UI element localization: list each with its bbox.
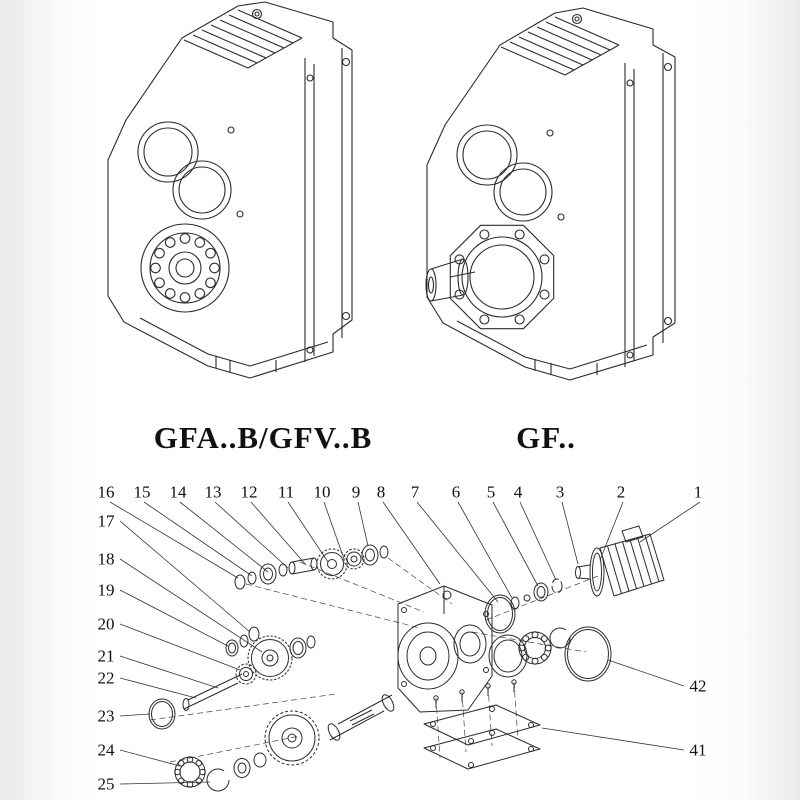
model-label-gfab: GFA..B/GFV..B <box>153 420 373 455</box>
part-number-19: 19 <box>97 580 115 600</box>
part-number-17: 17 <box>97 511 115 531</box>
output-gear-cluster <box>148 626 395 792</box>
gear-housing <box>397 585 493 713</box>
part-number-24: 24 <box>97 740 115 760</box>
seal-and-bearing-set <box>488 626 612 682</box>
part-number-41: 41 <box>689 740 707 760</box>
part-number-11: 11 <box>277 482 295 502</box>
part-number-7: 7 <box>410 482 420 502</box>
input-gear-train <box>234 544 389 590</box>
model-label-gf: GF.. <box>516 420 576 455</box>
exploded-parts-diagram <box>0 462 800 800</box>
gfab-art <box>107 1 353 379</box>
part-number-4: 4 <box>513 482 523 502</box>
part-number-14: 14 <box>169 482 187 502</box>
input-side-hardware <box>484 578 563 634</box>
part-number-1: 1 <box>693 482 703 502</box>
cover-plate-and-gasket <box>423 679 541 770</box>
leader-lines <box>109 501 701 785</box>
part-number-2: 2 <box>616 482 626 502</box>
part-number-8: 8 <box>376 482 386 502</box>
part-number-3: 3 <box>555 482 565 502</box>
gearbox-drawing-gf <box>405 5 705 395</box>
part-number-15: 15 <box>133 482 151 502</box>
part-number-22: 22 <box>97 668 115 688</box>
motor <box>575 525 665 597</box>
part-number-6: 6 <box>451 482 461 502</box>
part-number-20: 20 <box>97 614 115 634</box>
assembly-axis-lines <box>149 557 599 763</box>
gf-art <box>425 7 676 381</box>
part-number-23: 23 <box>97 706 115 726</box>
gearbox-drawing-gfab <box>90 0 380 400</box>
exploded-parts-art <box>148 525 665 792</box>
part-number-12: 12 <box>240 482 258 502</box>
gearbox-drawing-gfab-svg <box>107 1 353 379</box>
part-number-18: 18 <box>97 549 115 569</box>
part-number-42: 42 <box>689 676 707 696</box>
part-number-21: 21 <box>97 646 115 666</box>
part-number-25: 25 <box>97 774 115 794</box>
exploded-diagram-svg <box>109 501 701 792</box>
part-number-16: 16 <box>97 482 115 502</box>
part-number-5: 5 <box>486 482 496 502</box>
part-number-10: 10 <box>313 482 331 502</box>
part-number-13: 13 <box>204 482 222 502</box>
gearbox-drawing-gf-svg <box>425 7 676 381</box>
part-number-9: 9 <box>351 482 361 502</box>
